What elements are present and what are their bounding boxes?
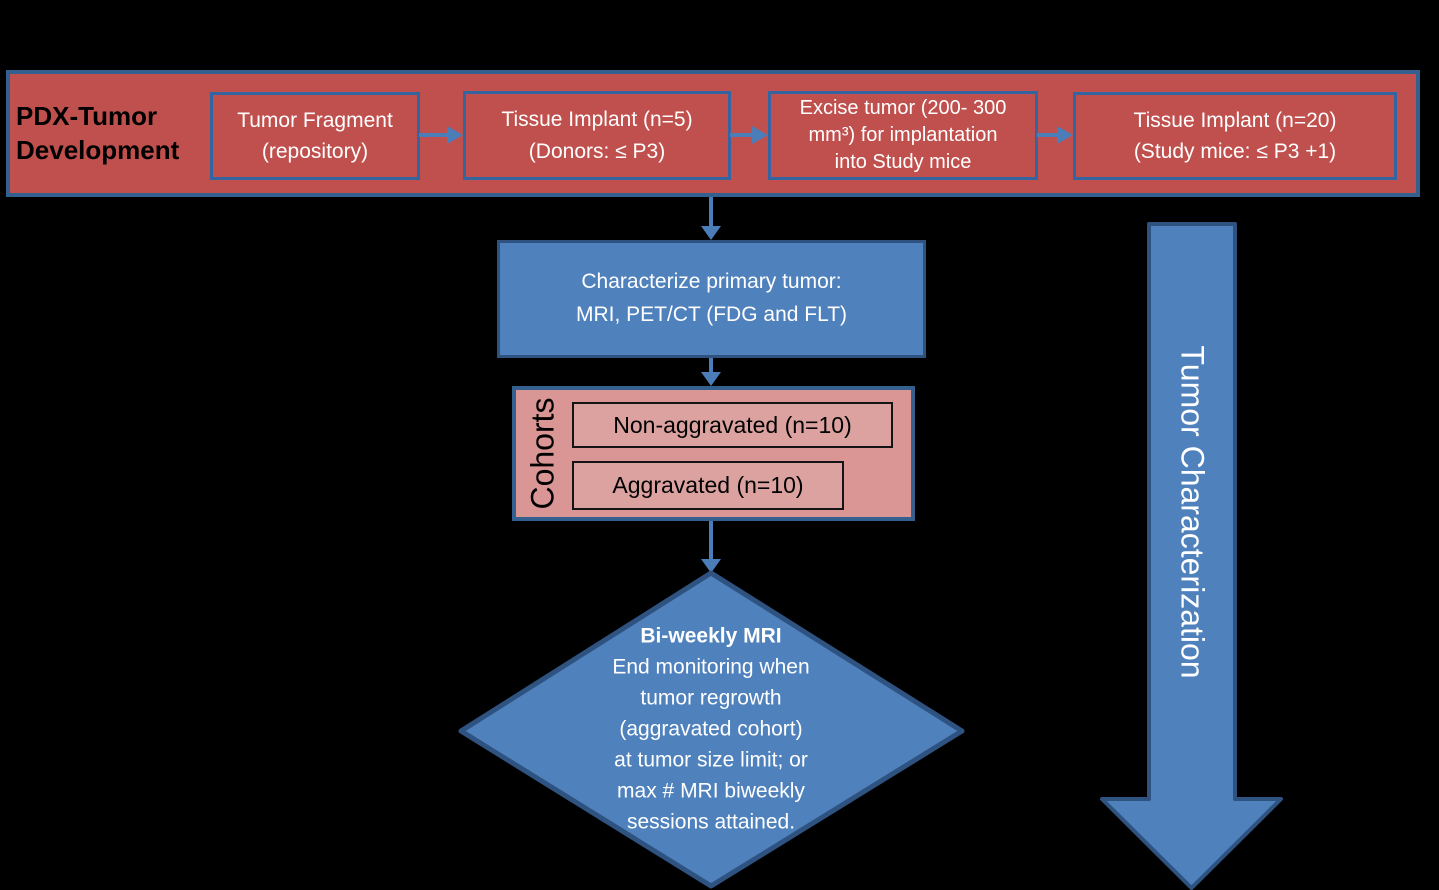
arrow-down-tip-icon xyxy=(701,226,721,240)
decision-title: Bi-weekly MRI xyxy=(640,624,782,648)
node-cohort-non-aggravated: Non-aggravated (n=10) xyxy=(572,402,893,448)
node-tissue-implant-n20: Tissue Implant (n=20) (Study mice: ≤ P3 … xyxy=(1073,92,1397,180)
cohorts-rotated-label-wrap: Cohorts xyxy=(512,386,574,521)
arrow-stem xyxy=(1037,133,1057,137)
node-cohort-aggravated-label: Aggravated (n=10) xyxy=(612,472,804,498)
node-characterize-primary-tumor-label: Characterize primary tumor: MRI, PET/CT … xyxy=(575,270,848,326)
band-title: PDX-Tumor Development xyxy=(16,101,180,165)
arrow-down-tip-icon xyxy=(701,372,721,386)
arrow-excise-to-implant20 xyxy=(1037,126,1073,144)
arrow-right-tip-icon xyxy=(1057,126,1073,144)
node-excise-tumor-label: Excise tumor (200- 300 mm³) for implanta… xyxy=(799,97,1007,173)
node-cohort-aggravated: Aggravated (n=10) xyxy=(572,461,844,510)
arrow-right-tip-icon xyxy=(447,126,463,144)
arrow-characterize-to-cohorts xyxy=(701,358,721,386)
cohorts-label: Cohorts xyxy=(524,397,561,510)
node-tumor-fragment: Tumor Fragment (repository) xyxy=(210,92,420,180)
node-cohort-non-aggravated-label: Non-aggravated (n=10) xyxy=(613,411,852,438)
tumor-characterization-arrow-polygon xyxy=(1100,222,1283,890)
node-tumor-fragment-label: Tumor Fragment (repository) xyxy=(237,108,393,164)
arrow-fragment-to-implant5 xyxy=(419,126,463,144)
node-characterize-primary-tumor: Characterize primary tumor: MRI, PET/CT … xyxy=(497,240,926,358)
tumor-characterization-arrow-shape xyxy=(1100,222,1283,890)
arrow-band-to-characterize xyxy=(701,197,721,240)
tumor-characterization-label: Tumor Characterization xyxy=(1174,345,1211,679)
arrow-stem xyxy=(419,133,447,137)
decision-body: End monitoring when tumor regrowth (aggr… xyxy=(612,655,810,834)
arrow-stem xyxy=(709,521,713,559)
arrow-cohorts-to-decision xyxy=(701,521,721,573)
arrow-stem xyxy=(709,197,713,226)
node-tissue-implant-n5: Tissue Implant (n=5) (Donors: ≤ P3) xyxy=(463,91,731,180)
arrow-implant5-to-excise xyxy=(730,126,768,144)
arrow-right-tip-icon xyxy=(752,126,768,144)
arrow-stem xyxy=(709,358,713,372)
decision-diamond-shape xyxy=(458,570,965,889)
arrow-down-tip-icon xyxy=(701,559,721,573)
node-tissue-implant-n20-label: Tissue Implant (n=20) (Study mice: ≤ P3 … xyxy=(1133,108,1337,164)
decision-text: Bi-weekly MRI End monitoring when tumor … xyxy=(531,621,891,838)
node-excise-tumor: Excise tumor (200- 300 mm³) for implanta… xyxy=(768,91,1038,180)
node-tissue-implant-n5-label: Tissue Implant (n=5) (Donors: ≤ P3) xyxy=(501,108,693,163)
arrow-stem xyxy=(730,133,752,137)
decision-diamond-polygon xyxy=(458,570,965,889)
